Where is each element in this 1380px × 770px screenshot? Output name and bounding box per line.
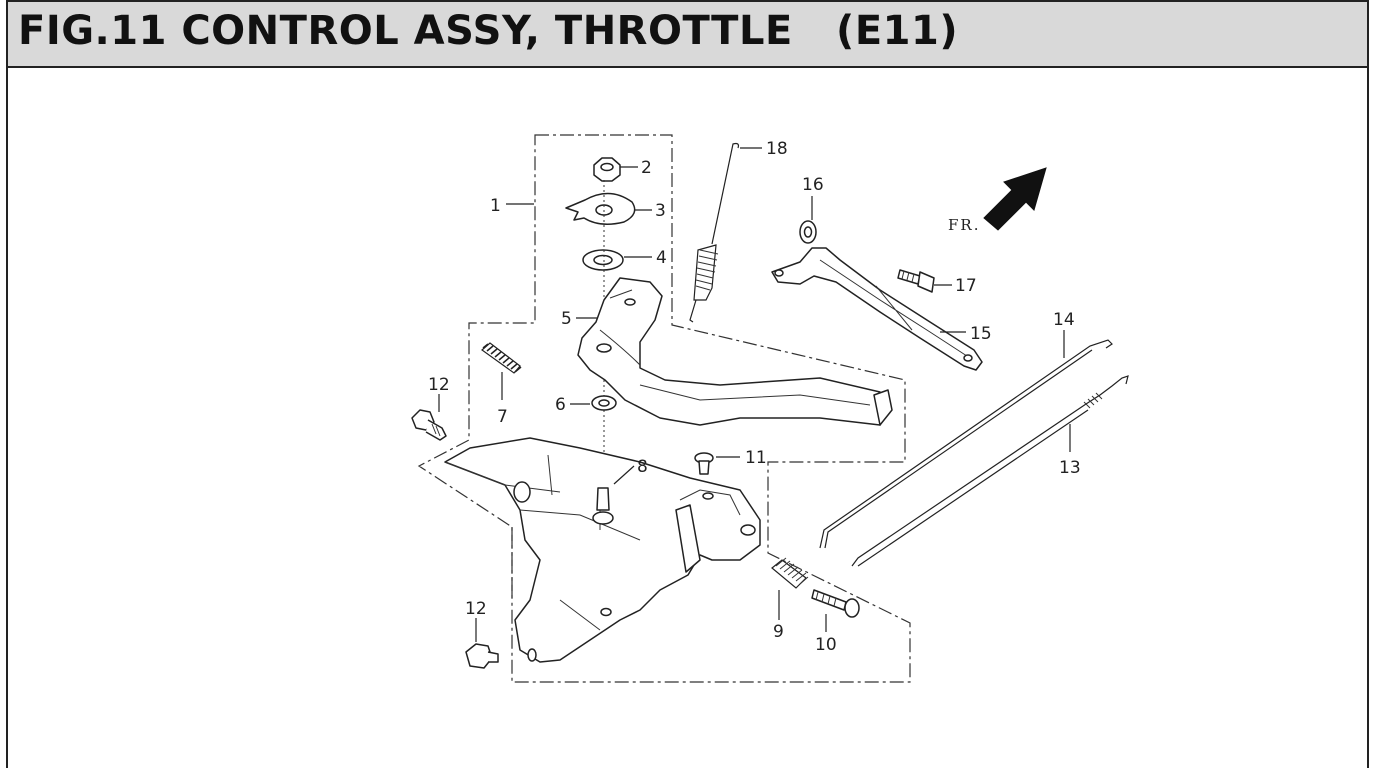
callout-12-lower: 12 xyxy=(465,599,487,619)
washer-part xyxy=(582,249,624,271)
callout-12-upper: 12 xyxy=(428,375,450,395)
throttle-lever-part xyxy=(577,277,893,426)
adjust-bolt-part xyxy=(811,589,860,618)
small-washer-part xyxy=(591,395,617,411)
base-bracket-part xyxy=(444,437,761,663)
throttle-plate-part xyxy=(565,192,636,225)
lever-arm-part xyxy=(771,247,983,371)
title-bar: FIG.11 CONTROL ASSY, THROTTLE (E11) xyxy=(8,2,1367,68)
callout-16: 16 xyxy=(802,175,824,195)
figure-frame: FIG.11 CONTROL ASSY, THROTTLE (E11) xyxy=(6,0,1369,768)
callout-18: 18 xyxy=(766,139,788,159)
callout-leaders xyxy=(438,147,1071,642)
lever-bolt-part xyxy=(897,269,935,293)
callout-8: 8 xyxy=(637,457,648,477)
flange-bolt-lower-part xyxy=(465,643,499,669)
callout-15: 15 xyxy=(970,324,992,344)
callout-3: 3 xyxy=(655,201,666,221)
callout-14: 14 xyxy=(1053,310,1075,330)
screw-part xyxy=(694,452,714,475)
callout-9: 9 xyxy=(773,622,784,642)
governor-rod-part xyxy=(851,375,1129,567)
flange-nut-part xyxy=(593,157,621,182)
callout-4: 4 xyxy=(656,248,667,268)
callout-6: 6 xyxy=(555,395,566,415)
callout-7: 7 xyxy=(497,407,508,427)
callout-17: 17 xyxy=(955,276,977,296)
adjust-spring-part xyxy=(771,557,809,589)
collar-part xyxy=(799,220,817,244)
callout-13: 13 xyxy=(1059,458,1081,478)
figure-title: FIG.11 CONTROL ASSY, THROTTLE (E11) xyxy=(18,8,959,54)
front-direction-label: FR. xyxy=(948,216,980,234)
tension-spring-part xyxy=(689,142,740,323)
callout-1: 1 xyxy=(490,196,501,216)
front-direction-arrow-icon xyxy=(983,167,1047,231)
callout-10: 10 xyxy=(815,635,837,655)
compression-spring-part xyxy=(481,342,522,374)
callout-5: 5 xyxy=(561,309,572,329)
callout-11: 11 xyxy=(745,448,767,468)
throttle-rod-part xyxy=(819,339,1113,549)
callout-2: 2 xyxy=(641,158,652,178)
flange-bolt-upper-part xyxy=(411,409,447,441)
